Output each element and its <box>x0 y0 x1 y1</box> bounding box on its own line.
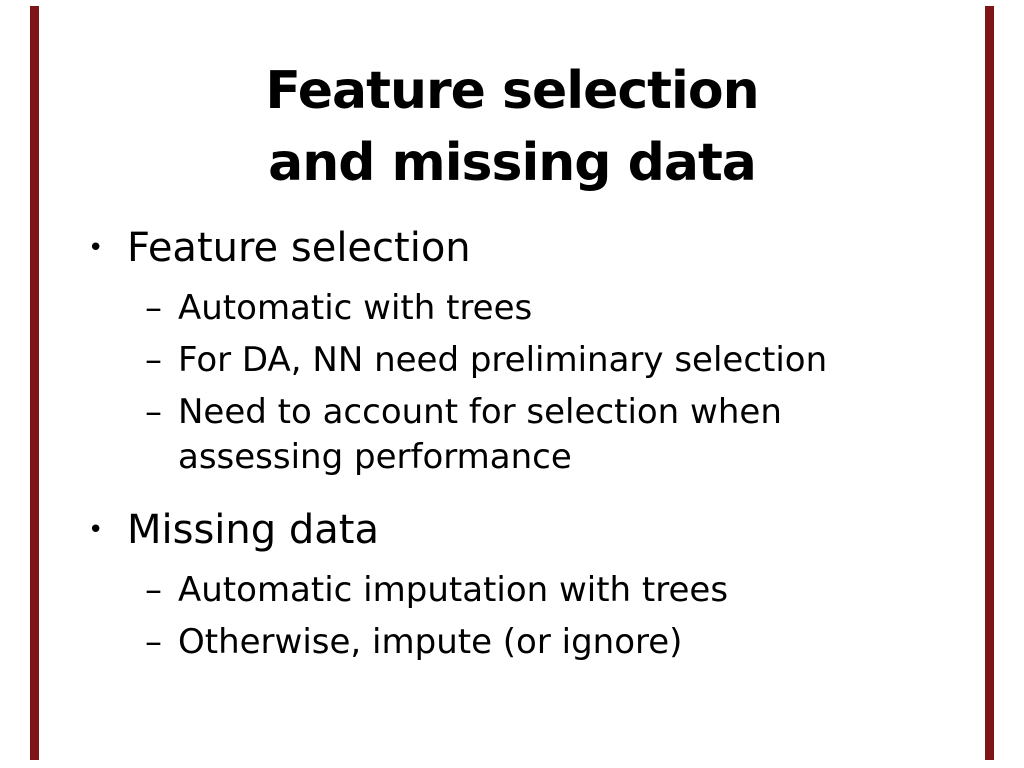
dash-icon: – <box>145 392 162 432</box>
bullet-label: Missing data <box>127 507 379 553</box>
sub-bullet-item: – Otherwise, impute (or ignore) <box>145 620 988 665</box>
bullet-label: Feature selection <box>127 225 471 271</box>
sub-bullet-line: Need to account for selection when <box>178 392 782 432</box>
slide-title: Feature selection and missing data <box>0 56 1024 200</box>
sub-bullet-line: Automatic with trees <box>178 288 533 328</box>
section-missing-data: • Missing data – Automatic imputation wi… <box>88 506 988 665</box>
slide-title-line-1: Feature selection <box>265 61 759 121</box>
sub-bullet-text: Automatic imputation with trees <box>178 568 728 613</box>
sub-bullet-text: For DA, NN need preliminary selection <box>178 338 827 383</box>
dash-icon: – <box>145 570 162 610</box>
bullet-item: • Feature selection <box>88 224 988 272</box>
sub-bullet-item: – Automatic imputation with trees <box>145 568 988 613</box>
sub-bullet-text: Need to account for selection when asses… <box>178 390 782 480</box>
sub-bullet-item: – Need to account for selection when ass… <box>145 390 988 480</box>
sub-bullet-text: Otherwise, impute (or ignore) <box>178 620 682 665</box>
slide-title-line-2: and missing data <box>268 132 757 193</box>
bullet-dot-icon: • <box>88 233 104 263</box>
left-accent-bar <box>30 6 39 760</box>
dash-icon: – <box>145 622 162 662</box>
sub-bullet-text: Automatic with trees <box>178 286 532 331</box>
sub-bullet-item: – Automatic with trees <box>145 286 988 331</box>
sub-bullet-line: For DA, NN need preliminary selection <box>178 340 828 380</box>
section-feature-selection: • Feature selection – Automatic with tre… <box>88 224 988 480</box>
dash-icon: – <box>145 340 162 380</box>
bullet-dot-icon: • <box>88 515 104 545</box>
dash-icon: – <box>145 288 162 328</box>
bullet-item: • Missing data <box>88 506 988 554</box>
right-accent-bar <box>985 6 994 760</box>
sub-bullet-line: Otherwise, impute (or ignore) <box>178 622 683 662</box>
sub-bullet-line: assessing performance <box>178 437 572 477</box>
sub-bullet-line: Automatic imputation with trees <box>178 570 729 610</box>
sub-bullet-item: – For DA, NN need preliminary selection <box>145 338 988 383</box>
slide-body: • Feature selection – Automatic with tre… <box>88 224 988 672</box>
